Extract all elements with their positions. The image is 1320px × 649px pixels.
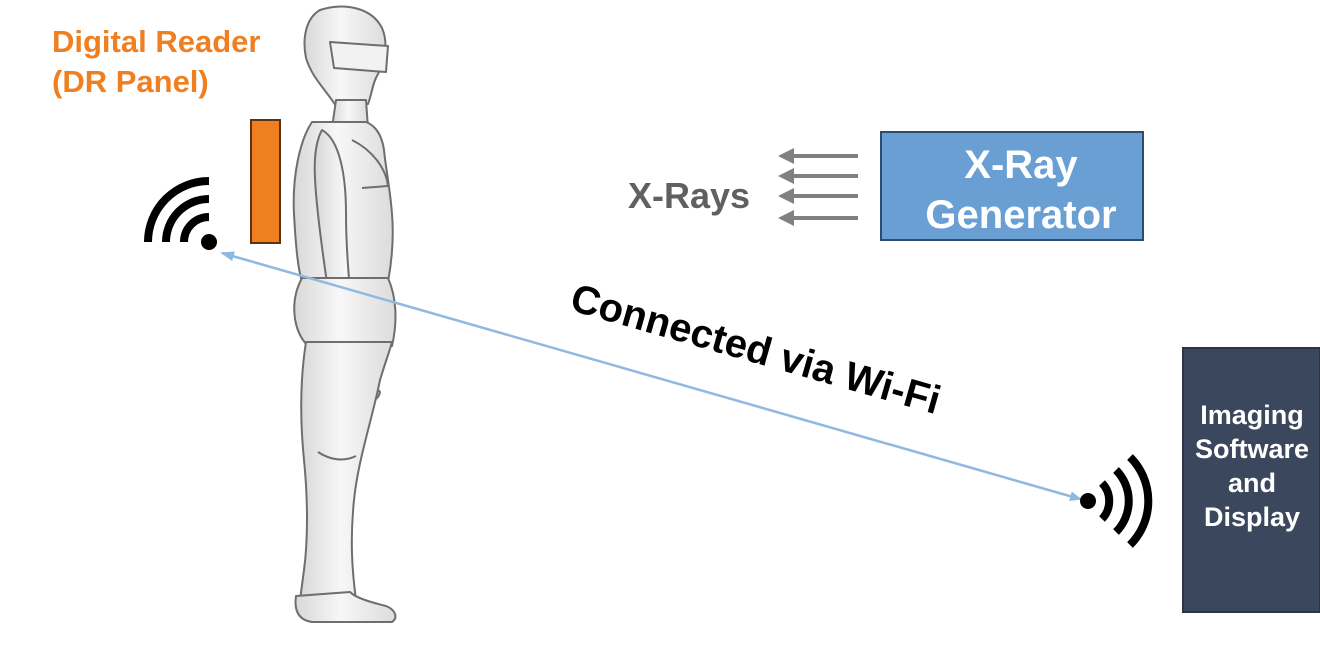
dr-panel — [250, 119, 281, 244]
human-figure — [292, 5, 397, 623]
xrays-label: X-Rays — [628, 175, 750, 216]
xray-generator-label-line1: X-Ray — [964, 143, 1078, 187]
dr-panel-label-line2: (DR Panel) — [52, 64, 209, 99]
imaging-label-line4: Display — [1204, 502, 1300, 532]
imaging-label-line1: Imaging — [1200, 400, 1304, 430]
wifi-icon-left — [144, 177, 217, 250]
imaging-label-line3: and — [1228, 468, 1276, 498]
imaging-display-box — [1182, 347, 1320, 613]
connection-label: Connected via Wi-Fi — [566, 276, 945, 423]
xray-generator-label-line2: Generator — [925, 193, 1116, 237]
dr-panel-label-line1: Digital Reader — [52, 24, 260, 59]
xray-generator-box — [880, 131, 1144, 241]
imaging-label-line2: Software — [1195, 434, 1309, 464]
wifi-icon-right — [1080, 454, 1153, 548]
wifi-connection-line — [220, 251, 1082, 502]
wifi-dot-right — [1080, 493, 1096, 509]
wifi-dot-left — [201, 234, 217, 250]
xray-arrows — [778, 148, 858, 226]
